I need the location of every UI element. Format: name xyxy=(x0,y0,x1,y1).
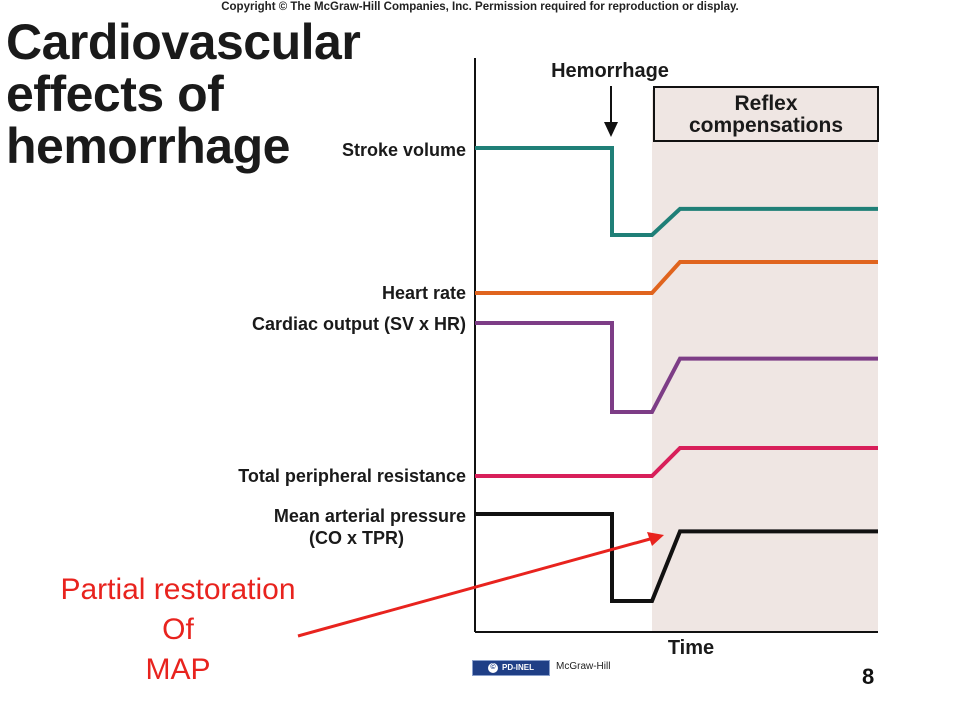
series-line-cardiac-output xyxy=(475,321,878,414)
x-axis-label: Time xyxy=(668,637,714,659)
slide-title-line: effects of xyxy=(6,66,224,122)
series-line-stroke-volume xyxy=(475,146,878,237)
series-line-heart-rate xyxy=(475,260,878,295)
series-label-line: (CO x TPR) xyxy=(309,528,404,548)
callout-line: Of xyxy=(162,613,194,646)
series-label-line: Mean arterial pressure xyxy=(274,506,466,526)
series-label-stroke-volume: Stroke volume xyxy=(342,140,466,160)
slide-title-line: hemorrhage xyxy=(6,118,290,174)
publisher-credit: McGraw-Hill xyxy=(556,661,611,672)
license-badge-text: PD-INEL xyxy=(502,663,534,672)
slide-title-line: Cardiovascular xyxy=(6,14,361,70)
series-label-line: Heart rate xyxy=(382,283,466,303)
license-badge-icon: © xyxy=(488,662,498,673)
series-line-total-peripheral-resistance xyxy=(475,446,878,478)
reflex-compensations-box xyxy=(653,86,879,142)
callout-arrow-shaft xyxy=(297,537,651,638)
series-label-heart-rate: Heart rate xyxy=(382,283,466,303)
callout-line: MAP xyxy=(145,653,211,686)
callout-arrow-head xyxy=(647,532,664,546)
callout-line: Partial restoration xyxy=(60,573,296,606)
series-label-line: Stroke volume xyxy=(342,140,466,160)
series-label-total-peripheral-resistance: Total peripheral resistance xyxy=(238,466,466,486)
slide-title: Cardiovascular effects of hemorrhage xyxy=(6,14,361,174)
reflex-region xyxy=(652,90,878,632)
reflex-compensations-label-line: Reflex xyxy=(734,92,797,115)
series-label-line: Total peripheral resistance xyxy=(238,466,466,486)
series-label-mean-arterial-pressure: Mean arterial pressure(CO x TPR) xyxy=(274,506,466,548)
series-line-mean-arterial-pressure xyxy=(475,512,878,603)
license-badge: © PD-INEL xyxy=(472,660,550,676)
hemorrhage-label: Hemorrhage xyxy=(551,60,669,82)
callout-text: Partial restoration Of MAP xyxy=(30,570,326,690)
series-label-line: Cardiac output (SV x HR) xyxy=(252,314,466,334)
reflex-compensations-label-line: compensations xyxy=(689,114,843,137)
hemorrhage-arrow-head xyxy=(604,122,618,137)
page-number: 8 xyxy=(862,664,875,689)
copyright-notice: Copyright © The McGraw-Hill Companies, I… xyxy=(221,1,739,13)
series-label-cardiac-output: Cardiac output (SV x HR) xyxy=(252,314,466,334)
